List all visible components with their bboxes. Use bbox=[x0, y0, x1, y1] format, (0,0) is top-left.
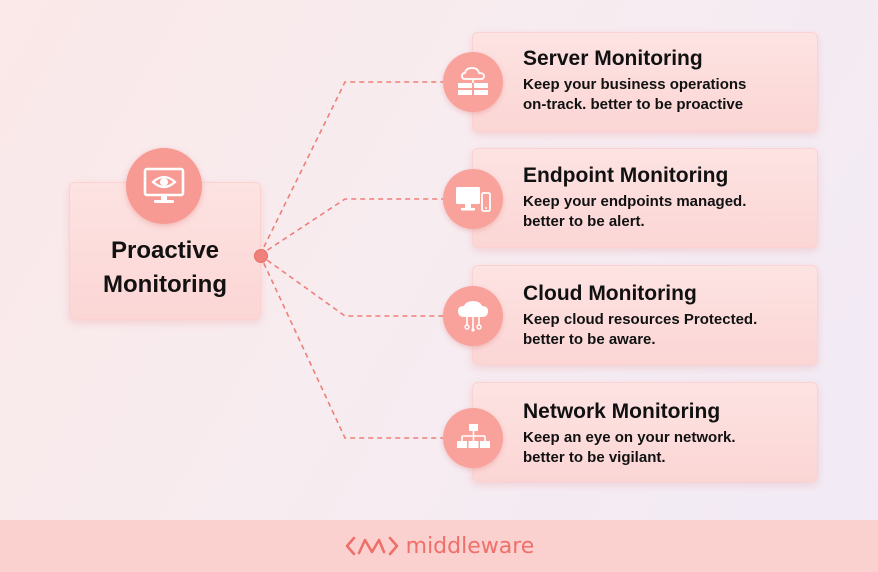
endpoint-monitoring-desc: Keep your endpoints managed. better to b… bbox=[523, 192, 803, 232]
connector-lines bbox=[259, 81, 443, 439]
connector-server bbox=[259, 81, 443, 256]
network-monitoring-desc: Keep an eye on your network. better to b… bbox=[523, 428, 803, 468]
connector-network bbox=[259, 254, 443, 439]
hub-connector-dot bbox=[254, 249, 268, 263]
network-topology-icon bbox=[443, 408, 503, 468]
brand-name: middleware bbox=[405, 533, 535, 559]
network-desc-line1: Keep an eye on your network. bbox=[523, 429, 736, 446]
endpoint-monitoring-title: Endpoint Monitoring bbox=[523, 164, 729, 187]
server-cloud-icon bbox=[443, 52, 503, 112]
endpoint-desc-line1: Keep your endpoints managed. bbox=[523, 193, 747, 210]
cloud-desc-line2: better to be aware. bbox=[523, 331, 656, 348]
hub-title: Proactive Monitoring bbox=[69, 234, 261, 302]
network-desc-line2: better to be vigilant. bbox=[523, 449, 666, 466]
server-desc-line1: Keep your business operations bbox=[523, 76, 747, 93]
cloud-monitoring-card bbox=[472, 265, 818, 365]
cloud-network-icon bbox=[443, 286, 503, 346]
cloud-monitoring-desc: Keep cloud resources Protected. better t… bbox=[523, 310, 803, 350]
endpoint-monitoring-card bbox=[472, 148, 818, 248]
hub-title-line2: Monitoring bbox=[103, 271, 227, 298]
footer-bar: middleware bbox=[0, 520, 878, 572]
server-monitoring-desc: Keep your business operations on-track. … bbox=[523, 75, 803, 115]
connector-cloud bbox=[259, 254, 443, 317]
hub-title-line1: Proactive bbox=[110, 237, 220, 264]
network-monitoring-card bbox=[472, 382, 818, 482]
server-desc-line2: on-track. better to be proactive bbox=[523, 96, 744, 113]
endpoint-desc-line2: better to be alert. bbox=[523, 213, 645, 230]
connector-endpoint bbox=[259, 198, 443, 256]
devices-icon bbox=[443, 169, 503, 229]
network-monitoring-title: Network Monitoring bbox=[523, 400, 721, 423]
brand-logo: middleware bbox=[344, 533, 535, 559]
cloud-desc-line1: Keep cloud resources Protected. bbox=[523, 311, 758, 328]
cloud-monitoring-title: Cloud Monitoring bbox=[523, 282, 697, 305]
server-monitoring-card bbox=[472, 32, 818, 132]
server-monitoring-title: Server Monitoring bbox=[523, 47, 703, 70]
eye-monitor-icon bbox=[126, 148, 202, 224]
middleware-logo-icon bbox=[345, 536, 398, 556]
